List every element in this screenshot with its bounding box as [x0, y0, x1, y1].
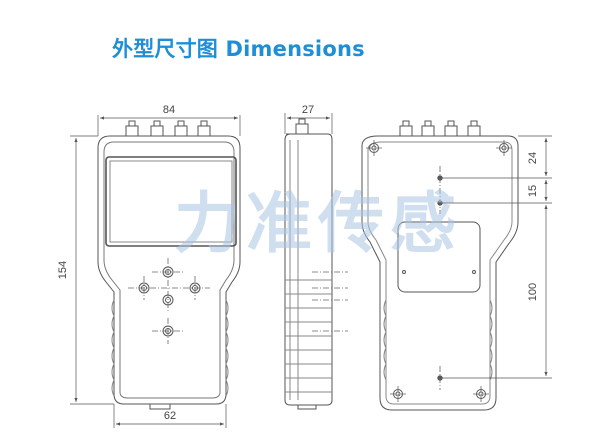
- back-connectors: [399, 120, 481, 137]
- dim-back-top-offset: 24: [527, 152, 539, 164]
- dim-bottom-width: 62: [164, 410, 176, 422]
- side-view: [284, 113, 348, 410]
- front-screen: [105, 156, 237, 247]
- front-view: [70, 115, 241, 428]
- front-centerlines: [128, 258, 210, 344]
- back-screws: [369, 143, 509, 399]
- page-title: 外型尺寸图 Dimensions: [112, 37, 365, 61]
- watermark-logo: 力准传感: [174, 185, 462, 262]
- dim-back-hole-spacing: 15: [527, 185, 539, 197]
- dim-side-depth: 27: [302, 104, 314, 116]
- back-body-outline: [361, 135, 519, 411]
- side-grip-lines: [285, 279, 332, 393]
- back-battery-cover: [397, 221, 481, 293]
- front-buttons: [138, 266, 201, 337]
- front-connectors: [125, 120, 211, 137]
- dim-front-height: 154: [57, 261, 69, 279]
- dim-back-hole-distance: 100: [527, 283, 539, 301]
- dim-front-width: 84: [163, 104, 175, 116]
- back-view: [361, 120, 552, 411]
- front-body-outline: [97, 135, 241, 405]
